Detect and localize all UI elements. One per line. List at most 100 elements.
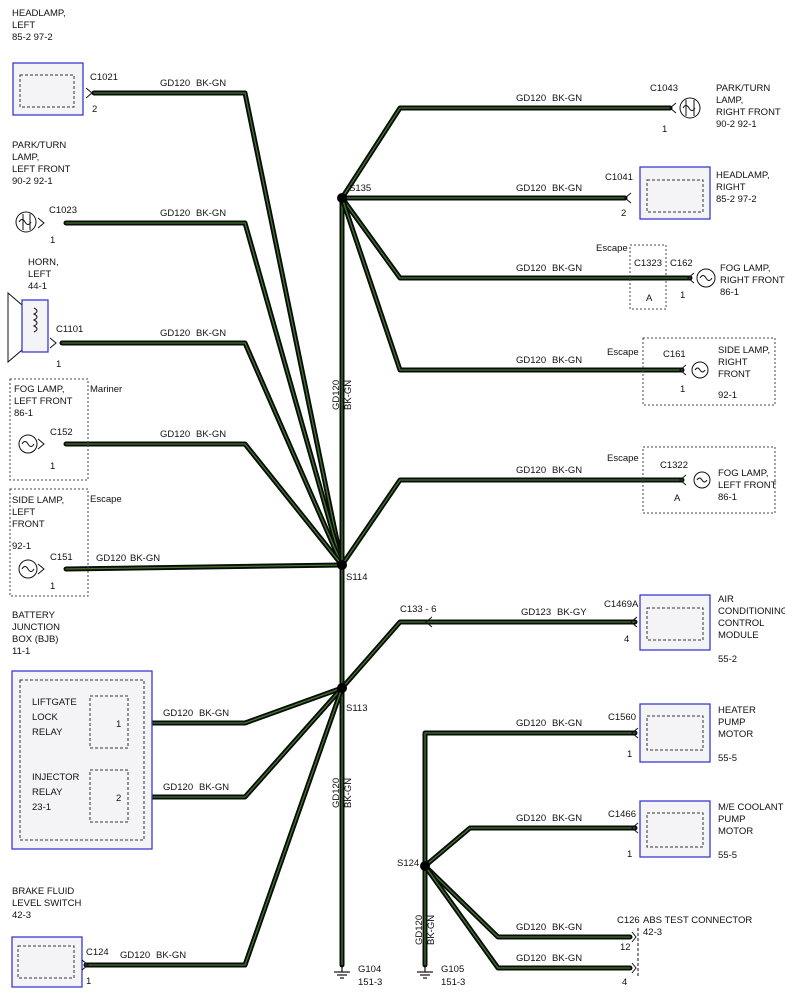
- svg-text:FOG LAMP,: FOG LAMP,: [14, 384, 65, 395]
- svg-text:42-3: 42-3: [12, 910, 31, 921]
- svg-text:85-2 97-2: 85-2 97-2: [12, 32, 53, 43]
- label-s135: S135: [349, 183, 371, 194]
- svg-text:2: 2: [92, 104, 97, 115]
- svg-text:86-1: 86-1: [718, 492, 737, 503]
- svg-text:LAMP,: LAMP,: [716, 95, 743, 106]
- svg-text:86-1: 86-1: [720, 287, 739, 298]
- svg-text:G105: G105: [441, 964, 464, 975]
- svg-text:92-1: 92-1: [718, 390, 737, 401]
- svg-text:C126: C126: [617, 915, 640, 926]
- svg-text:12: 12: [620, 942, 631, 953]
- svg-text:Mariner: Mariner: [90, 384, 122, 395]
- svg-text:C1469A: C1469A: [604, 599, 639, 610]
- svg-text:C151: C151: [50, 552, 73, 563]
- svg-text:PARK/TURN: PARK/TURN: [12, 140, 66, 151]
- wire-fog-lamp-left-escape: [339, 477, 685, 568]
- trunk-label-upper: GD120 BK-GN: [331, 380, 354, 410]
- svg-text:BK-GN: BK-GN: [552, 465, 582, 476]
- svg-text:GD120: GD120: [516, 953, 546, 964]
- svg-text:CONTROL: CONTROL: [718, 618, 764, 629]
- svg-text:M/E COOLANT: M/E COOLANT: [718, 802, 784, 813]
- bulb-icon: [696, 268, 716, 288]
- bulb-icon: [15, 211, 37, 233]
- wire-injector-relay: [147, 685, 345, 800]
- svg-text:GD120: GD120: [331, 380, 342, 410]
- svg-text:LEFT FRONT: LEFT FRONT: [718, 480, 777, 491]
- svg-text:GD120: GD120: [414, 915, 425, 945]
- svg-text:LEFT FRONT: LEFT FRONT: [14, 396, 73, 407]
- svg-text:RIGHT: RIGHT: [718, 357, 748, 368]
- svg-text:55-5: 55-5: [718, 850, 737, 861]
- svg-text:GD123: GD123: [521, 607, 551, 618]
- svg-text:LEFT: LEFT: [12, 507, 35, 518]
- svg-text:GD120: GD120: [163, 708, 193, 719]
- headlamp-left-box: [12, 62, 84, 116]
- svg-text:C1466: C1466: [608, 809, 636, 820]
- svg-text:BK-GN: BK-GN: [552, 922, 582, 933]
- svg-text:GD120: GD120: [120, 950, 150, 961]
- bulb-icon: [691, 361, 709, 379]
- svg-text:C1021: C1021: [90, 72, 118, 83]
- svg-text:55-5: 55-5: [718, 753, 737, 764]
- label-s113: S113: [346, 703, 367, 714]
- svg-text:2: 2: [116, 793, 121, 804]
- wire-horn-left: [59, 340, 345, 568]
- svg-text:Escape: Escape: [607, 347, 639, 358]
- bulb-icon: [18, 559, 38, 579]
- s124-label-vertical: GD120 BK-GN: [414, 915, 437, 945]
- svg-text:INJECTOR: INJECTOR: [32, 772, 79, 783]
- svg-text:C1322: C1322: [660, 460, 688, 471]
- svg-text:PUMP: PUMP: [718, 717, 745, 728]
- wire-coolant-pump: [422, 825, 638, 869]
- svg-text:GD120: GD120: [516, 183, 546, 194]
- svg-text:BATTERY: BATTERY: [12, 610, 56, 621]
- svg-text:HORN,: HORN,: [28, 257, 59, 268]
- component-bjb: BATTERY JUNCTION BOX (BJB) 11-1 LIFTGATE…: [11, 610, 153, 850]
- svg-text:AIR: AIR: [718, 594, 734, 605]
- svg-text:1: 1: [116, 719, 121, 730]
- svg-text:4: 4: [624, 634, 629, 645]
- svg-text:1: 1: [627, 749, 632, 760]
- ground-g104: G104 151-3: [334, 964, 382, 988]
- svg-text:11-1: 11-1: [12, 646, 30, 657]
- svg-text:23-1: 23-1: [32, 802, 51, 813]
- svg-text:1: 1: [680, 290, 685, 301]
- svg-text:BK-GN: BK-GN: [130, 553, 160, 564]
- svg-text:ABS TEST CONNECTOR: ABS TEST CONNECTOR: [643, 915, 752, 926]
- inline-connector-box: [629, 244, 667, 310]
- svg-text:GD120: GD120: [516, 922, 546, 933]
- component-headlamp-left: HEADLAMP, LEFT 85-2 97-2 C1021 2: [12, 8, 118, 116]
- svg-text:BK-GN: BK-GN: [196, 328, 226, 339]
- component-park-turn-right: C1043 1 PARK/TURN LAMP, RIGHT FRONT 90-2…: [650, 83, 781, 135]
- svg-text:Escape: Escape: [90, 494, 122, 505]
- svg-text:Escape: Escape: [596, 243, 628, 254]
- svg-text:C124: C124: [86, 947, 109, 958]
- component-fog-lamp-left: Mariner FOG LAMP, LEFT FRONT 86-1 C152 1: [9, 378, 122, 481]
- svg-text:MODULE: MODULE: [718, 630, 759, 641]
- svg-text:HEADLAMP,: HEADLAMP,: [12, 8, 66, 19]
- splice-s124: [420, 861, 430, 871]
- component-ac-module: C133 - 6 C1469A 4 AIR CONDITIONING CONTR…: [400, 594, 785, 665]
- svg-text:RIGHT: RIGHT: [716, 182, 746, 193]
- svg-text:BK-GN: BK-GN: [426, 915, 437, 945]
- svg-text:C161: C161: [663, 349, 686, 360]
- bulb-icon: [693, 471, 711, 489]
- svg-text:86-1: 86-1: [14, 408, 33, 419]
- svg-text:GD120: GD120: [160, 208, 190, 219]
- svg-text:BOX (BJB): BOX (BJB): [12, 634, 58, 645]
- svg-text:GD120: GD120: [160, 328, 190, 339]
- svg-text:GD120: GD120: [516, 93, 546, 104]
- option-box-escape: [642, 337, 776, 406]
- svg-text:C1041: C1041: [605, 172, 633, 183]
- svg-text:GD120: GD120: [516, 263, 546, 274]
- option-box-mariner: [9, 378, 89, 481]
- svg-text:HEATER: HEATER: [718, 705, 756, 716]
- svg-text:SIDE LAMP,: SIDE LAMP,: [718, 345, 770, 356]
- svg-text:LAMP,: LAMP,: [12, 152, 39, 163]
- svg-text:85-2 97-2: 85-2 97-2: [716, 194, 757, 205]
- bulb-icon: [679, 97, 701, 119]
- svg-text:C1023: C1023: [49, 205, 77, 216]
- component-horn-left: HORN, LEFT 44-1 C1101 1: [7, 257, 83, 370]
- label-s124: S124: [397, 858, 419, 869]
